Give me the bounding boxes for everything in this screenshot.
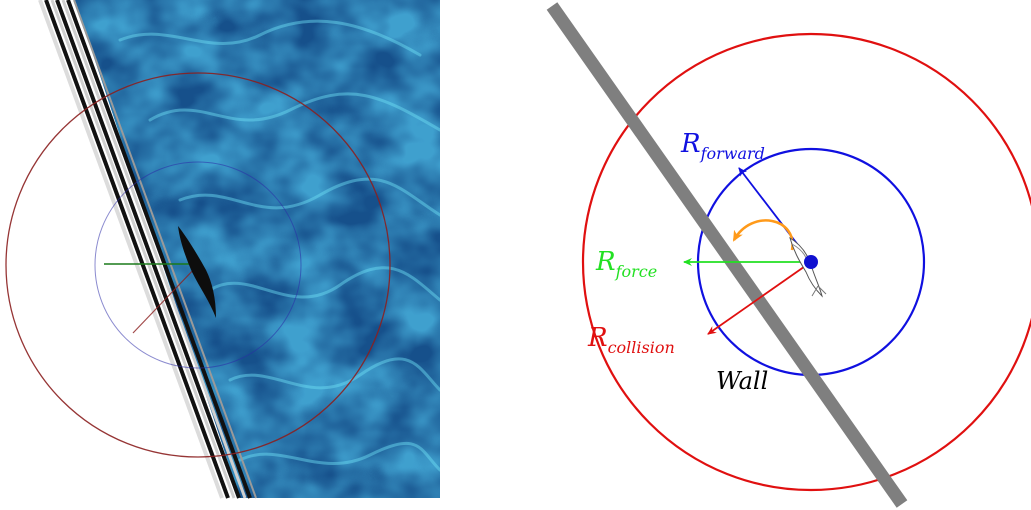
forward-label-sub: forward	[700, 144, 765, 163]
collision-radius-circle	[5, 72, 391, 458]
wall-label: Wall	[716, 367, 768, 395]
collision-vector	[707, 261, 812, 335]
collision-label-sub: collision	[608, 338, 675, 357]
fish-shadow-icon	[178, 226, 216, 318]
force-label: Rforce	[595, 247, 657, 281]
wall-bar	[546, 2, 908, 508]
force-label-base: R	[595, 247, 616, 277]
left-panel	[5, 0, 440, 499]
collision-label-base: R	[587, 323, 608, 353]
forward-label: Rforward	[680, 129, 765, 163]
water-surface	[75, 0, 440, 498]
forward-label-base: R	[680, 129, 701, 159]
pool-wall-stripes	[38, 0, 257, 499]
right-panel: Rforward Rforce Rcollision Wall	[546, 2, 1031, 508]
forward-radius-circle	[94, 161, 302, 369]
fish-position-marker	[804, 255, 818, 269]
force-label-sub: force	[615, 262, 658, 281]
curved-arrow-icon	[732, 219, 794, 251]
collision-vector	[132, 264, 199, 334]
collision-label: Rcollision	[587, 323, 675, 357]
collision-radius-circle	[581, 32, 1031, 492]
